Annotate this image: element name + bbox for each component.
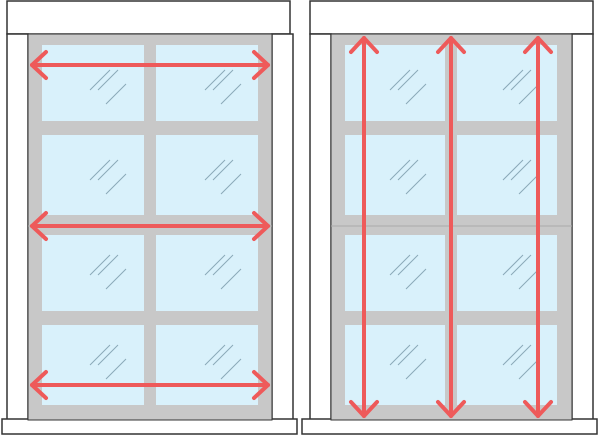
glare-icon [502, 69, 540, 105]
left-window-panel [1, 0, 298, 435]
left-width-arrows [30, 50, 270, 400]
right-height-arrows [349, 36, 553, 418]
pane [156, 135, 258, 215]
pane [42, 45, 144, 121]
right-glass-panes [345, 45, 557, 405]
right-window-sill [301, 418, 598, 435]
left-window-sill [1, 418, 298, 435]
double-headed-arrow-icon [30, 211, 270, 241]
double-headed-arrow-icon [436, 36, 466, 418]
glare-icon [502, 344, 540, 380]
pane [457, 325, 557, 405]
glare-icon [502, 159, 540, 195]
left-window-jamb-right [271, 33, 294, 421]
glare-icon [89, 69, 127, 105]
double-headed-arrow-icon [349, 36, 379, 418]
left-window-jamb-left [6, 33, 29, 421]
glare-icon [204, 254, 242, 290]
glare-icon [89, 344, 127, 380]
pane [42, 325, 144, 405]
pane [345, 325, 445, 405]
glare-icon [204, 344, 242, 380]
pane [156, 325, 258, 405]
double-headed-arrow-icon [30, 370, 270, 400]
glare-icon [204, 69, 242, 105]
glare-icon [502, 254, 540, 290]
pane [42, 135, 144, 215]
pane [457, 235, 557, 311]
glare-icon [389, 254, 427, 290]
left-window-head [6, 0, 291, 35]
pane [457, 135, 557, 215]
double-headed-arrow-icon [30, 50, 270, 80]
pane [345, 45, 445, 121]
glare-icon [204, 159, 242, 195]
right-window-jamb-left [309, 33, 332, 421]
glare-icon [89, 254, 127, 290]
glare-icon [389, 159, 427, 195]
glare-icon [389, 69, 427, 105]
right-window-panel [301, 0, 598, 435]
right-glare-icons [389, 69, 540, 380]
glare-icon [89, 159, 127, 195]
pane [42, 235, 144, 311]
right-window-head [309, 0, 594, 35]
right-window-jamb-right [571, 33, 594, 421]
glare-icon [389, 344, 427, 380]
pane [457, 45, 557, 121]
pane [345, 235, 445, 311]
left-glare-icons [89, 69, 242, 380]
pane [156, 45, 258, 121]
double-headed-arrow-icon [523, 36, 553, 418]
